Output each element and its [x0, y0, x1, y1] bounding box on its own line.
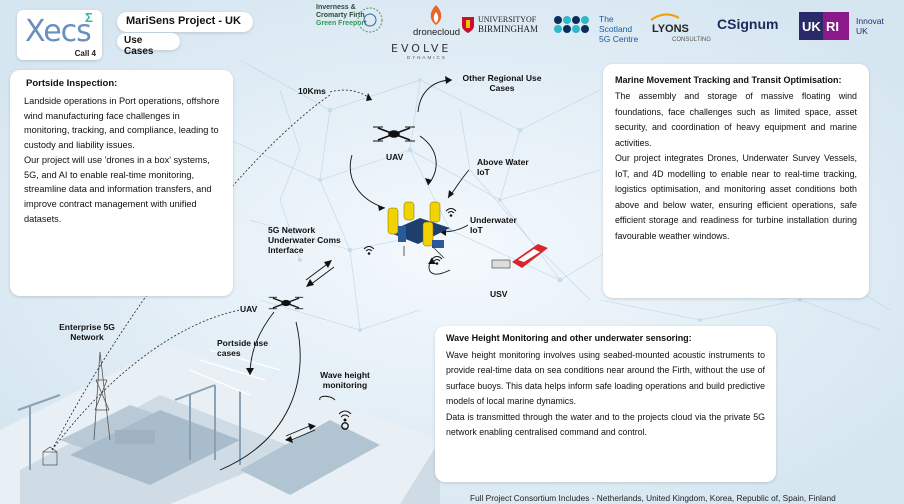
ukri-mark-icon: UK RI: [799, 12, 849, 40]
inverness-logo-line: Inverness &: [316, 4, 356, 11]
wave-sensor-icon: [338, 410, 352, 430]
innovate-uk-line: UK: [856, 26, 868, 36]
portside-inspection-title: Portside Inspection:: [26, 78, 118, 89]
wave-height-text: Wave height monitoring involves using se…: [446, 350, 765, 407]
wave-height-title: Wave Height Monitoring and other underwa…: [446, 333, 692, 343]
consortium-footer: Full Project Consortium Includes - Nethe…: [470, 493, 836, 503]
scotland-5g-logo: The Scotland 5G Centre: [599, 14, 649, 44]
dronecloud-logo-text: dronecloud: [413, 27, 461, 38]
xecs-logo: Xecs Σ Call 4: [17, 10, 102, 60]
marine-movement-text: Our project integrates Drones, Underwate…: [615, 153, 857, 241]
evolve-dynamics-logo: EVOLVE DYNAMICS: [391, 42, 471, 62]
dronecloud-flame-icon: [430, 5, 442, 25]
scotland-5g-dots-icon: [553, 14, 593, 36]
usv-label: USV: [490, 289, 508, 299]
port-illustration: [0, 345, 440, 504]
svg-text:RI: RI: [826, 19, 839, 34]
innovate-uk-line: Innovat: [856, 16, 884, 26]
wifi-sensor-icon: [445, 208, 457, 217]
lyons-swoosh-icon: [650, 13, 680, 21]
uav-label: UAV: [386, 152, 404, 162]
scotland-5g-line: The Scotland: [599, 14, 633, 34]
lyons-consulting-logo: LYONS CONSULTING: [650, 12, 712, 46]
wifi-sensor-icon: [431, 256, 443, 265]
distance-label: 10Kms: [298, 86, 326, 96]
drone-icon: [373, 126, 415, 142]
floating-platform-icon: [387, 201, 450, 259]
other-regional-label: Other Regional Use Cases: [462, 73, 542, 93]
uav-label: UAV: [240, 304, 258, 314]
portside-inspection-text: Landside operations in Port operations, …: [24, 96, 220, 151]
use-cases-tag: Use Cases: [117, 33, 180, 57]
csignum-logo: CSignum: [717, 16, 799, 38]
portside-use-cases-label: Portside use cases: [217, 338, 269, 358]
enterprise-5g-label: Enterprise 5G Network: [59, 322, 115, 342]
wave-height-label: Wave height monitoring: [320, 370, 370, 390]
crest-icon: [462, 17, 474, 33]
portside-inspection-text: Our project will use 'drones in a box' s…: [24, 154, 212, 224]
csignum-logo-text: CSignum: [717, 16, 779, 32]
partner-logos: Inverness & Cromarty Firth Green Freepor…: [313, 0, 904, 64]
xecs-logo-text: Xecs: [25, 14, 92, 49]
marine-movement-text: The assembly and storage of massive floa…: [615, 91, 857, 148]
marine-movement-title: Marine Movement Tracking and Transit Opt…: [615, 75, 842, 85]
marine-movement-panel: Marine Movement Tracking and Transit Opt…: [603, 64, 869, 298]
lyons-logo-subtext: CONSULTING: [672, 37, 711, 43]
wave-height-text: Data is transmitted through the water an…: [446, 411, 765, 438]
svg-text:UK: UK: [802, 19, 821, 34]
inverness-logo-line: Green Freeport: [316, 20, 367, 27]
evolve-logo-text: EVOLVE: [391, 42, 452, 55]
portside-inspection-panel: Portside Inspection: Landside operations…: [10, 70, 233, 296]
wifi-sensor-icon: [363, 246, 375, 255]
birmingham-logo-line: UNIVERSITYOF: [478, 15, 537, 24]
usv-boat-icon: [491, 244, 548, 269]
freeport-emblem-icon: [357, 7, 383, 33]
inverness-freeport-logo: Inverness & Cromarty Firth Green Freepor…: [316, 4, 384, 62]
sigma-icon: Σ: [85, 10, 93, 25]
innovate-uk-logo: UK RI Innovat UK: [799, 12, 904, 42]
evolve-logo-subtext: DYNAMICS: [407, 55, 447, 60]
project-title: MariSens Project - UK: [117, 12, 253, 32]
scotland-5g-line: 5G Centre: [599, 34, 639, 44]
underwater-iot-label: Underwater IoT: [470, 215, 517, 235]
inverness-logo-line: Cromarty Firth: [316, 12, 365, 19]
cell-tower-icon: [93, 351, 111, 441]
call-label: Call 4: [74, 49, 96, 58]
drone-icon: [268, 296, 304, 310]
birmingham-logo-line: BIRMINGHAM: [478, 24, 539, 34]
wave-height-panel: Wave Height Monitoring and other underwa…: [435, 326, 776, 482]
dronecloud-logo: dronecloud: [413, 4, 473, 40]
birmingham-logo: UNIVERSITYOF BIRMINGHAM: [461, 15, 551, 40]
lyons-logo-text: LYONS: [652, 23, 689, 35]
above-water-iot-label: Above Water IoT: [477, 157, 529, 177]
5g-network-label: 5G Network Underwater Coms Interface: [268, 225, 341, 255]
